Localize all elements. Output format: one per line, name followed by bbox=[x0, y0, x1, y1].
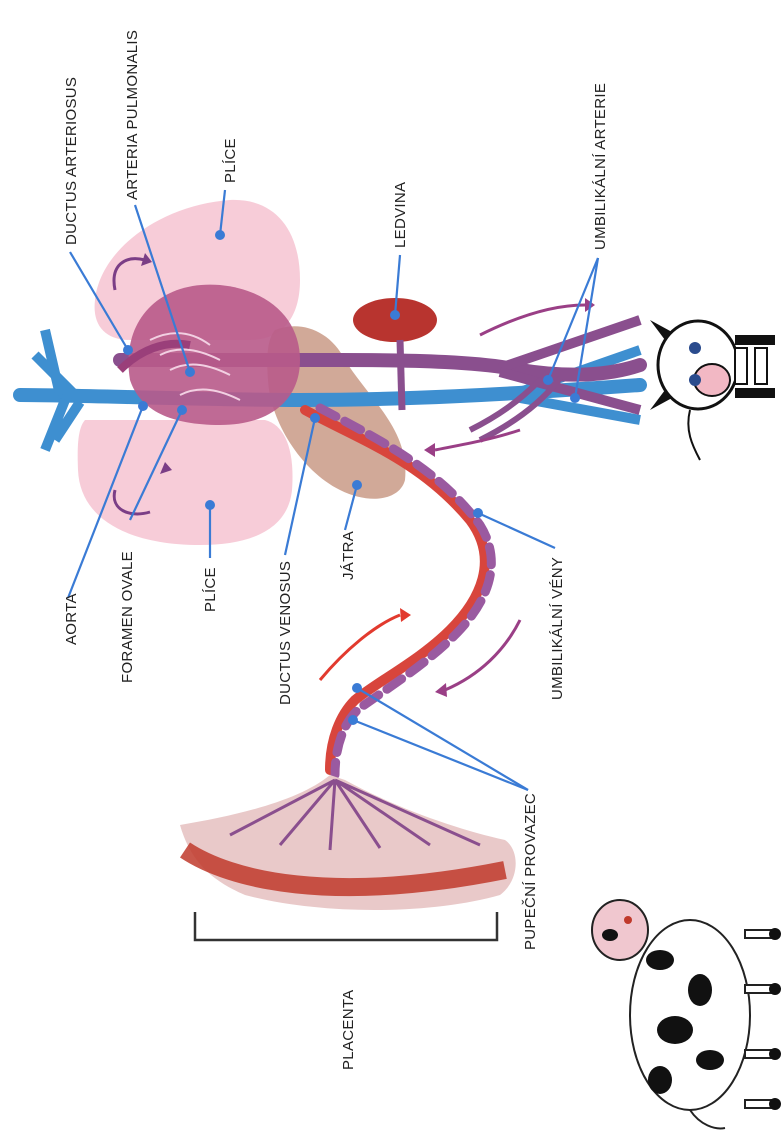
label-ductus-venosus: DUCTUS VENOSUS bbox=[277, 561, 294, 705]
label-umbilikalni-arterie: UMBILIKÁLNÍ ARTERIE bbox=[592, 83, 609, 250]
heart bbox=[128, 285, 300, 425]
cow-top-right bbox=[650, 320, 775, 460]
label-plice-bottom: PLÍCE bbox=[202, 567, 219, 612]
arrow-red-up bbox=[320, 615, 400, 680]
blue-vein-branch-up bbox=[35, 330, 75, 395]
label-jatra: JÁTRA bbox=[340, 531, 357, 580]
arrowhead-red-up bbox=[400, 608, 411, 622]
label-ledvina: LEDVINA bbox=[392, 182, 409, 248]
kidney-vessel bbox=[400, 340, 402, 410]
label-arteria-pulmonalis: ARTERIA PULMONALIS bbox=[124, 30, 141, 200]
arrowhead-purple-down bbox=[435, 683, 447, 697]
label-plice-top: PLÍCE bbox=[222, 138, 239, 183]
lung-bottom bbox=[78, 420, 293, 545]
arrowhead-mid-left bbox=[424, 443, 435, 457]
label-umbilikalni-veny: UMBILIKÁLNÍ VÉNY bbox=[549, 557, 566, 700]
blue-vein-branch-down bbox=[45, 400, 80, 450]
label-ductus-arteriosus: DUCTUS ARTERIOSUS bbox=[63, 77, 80, 245]
label-pupecni-provazec: PUPEČNÍ PROVAZEC bbox=[522, 793, 539, 950]
placenta-bracket bbox=[195, 912, 497, 940]
label-foramen-ovale: FORAMEN OVALE bbox=[119, 551, 136, 683]
arrow-mid-left bbox=[435, 430, 520, 450]
label-placenta: PLACENTA bbox=[340, 990, 357, 1070]
label-aorta: AORTA bbox=[63, 593, 80, 645]
cow-bottom-right bbox=[592, 900, 781, 1128]
